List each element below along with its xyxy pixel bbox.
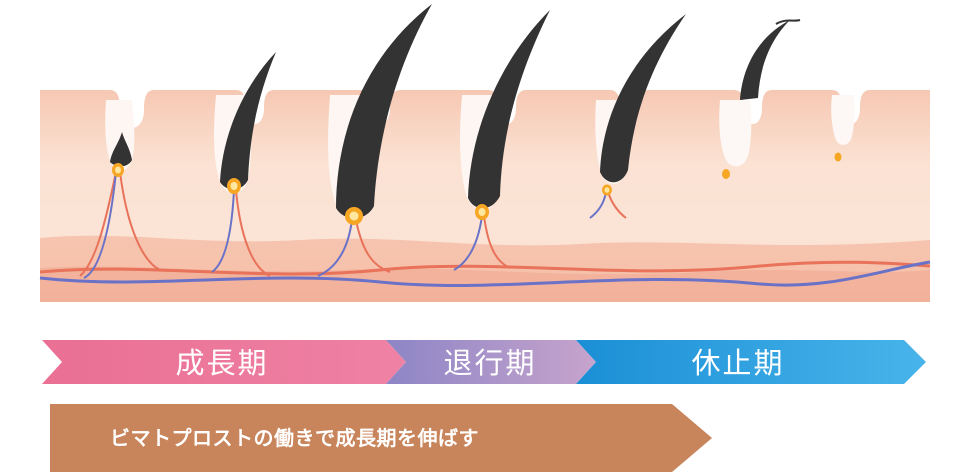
bulb-4-core [478, 208, 486, 216]
hairs [110, 4, 801, 219]
note-arrow-shape [50, 404, 712, 472]
vessels-follicle-4 [453, 215, 483, 271]
phase-rest-shape [576, 340, 926, 384]
vessels-follicle-1b [83, 171, 117, 279]
hair-6 [740, 20, 790, 100]
follicle-7 [831, 95, 855, 145]
vessels [39, 171, 931, 287]
vessels-follicle-3 [317, 219, 353, 277]
vessels-follicle-3b [355, 219, 391, 273]
phase-regression-shape [386, 340, 596, 384]
hair-3 [336, 4, 432, 219]
hair-4 [468, 10, 550, 209]
hair-2 [220, 52, 276, 190]
bulb-3-core [349, 211, 359, 221]
phase-regression-label: 退行期 [443, 346, 536, 380]
vessels-follicle-1 [79, 171, 161, 277]
phase-rest-label: 休止期 [691, 346, 784, 380]
bulbs [112, 152, 842, 225]
artery-main [39, 260, 931, 276]
bulb-2-core [230, 182, 238, 190]
bulb-6 [722, 169, 730, 179]
vein-main [39, 260, 931, 287]
note-arrow: ビマトプロストの働きで成長期を伸ばす [50, 404, 712, 472]
vessels-follicle-2 [211, 189, 235, 273]
hair-6-tip [775, 19, 801, 25]
vessels-follicle-4b [483, 215, 511, 269]
follicle-6 [719, 100, 752, 167]
phase-growth-label: 成長期 [175, 346, 268, 380]
note-text: ビマトプロストの働きで成長期を伸ばす [110, 426, 479, 450]
phase-growth-shape [42, 340, 406, 384]
bulb-7 [834, 152, 842, 162]
vessels-follicle-2b [235, 189, 271, 277]
hair-1 [110, 132, 132, 167]
bulb-1-core [115, 166, 121, 174]
hair-5 [600, 14, 686, 183]
phase-bar: 成長期 退行期 休止期 [42, 340, 926, 384]
bulb-5-core [604, 187, 610, 193]
